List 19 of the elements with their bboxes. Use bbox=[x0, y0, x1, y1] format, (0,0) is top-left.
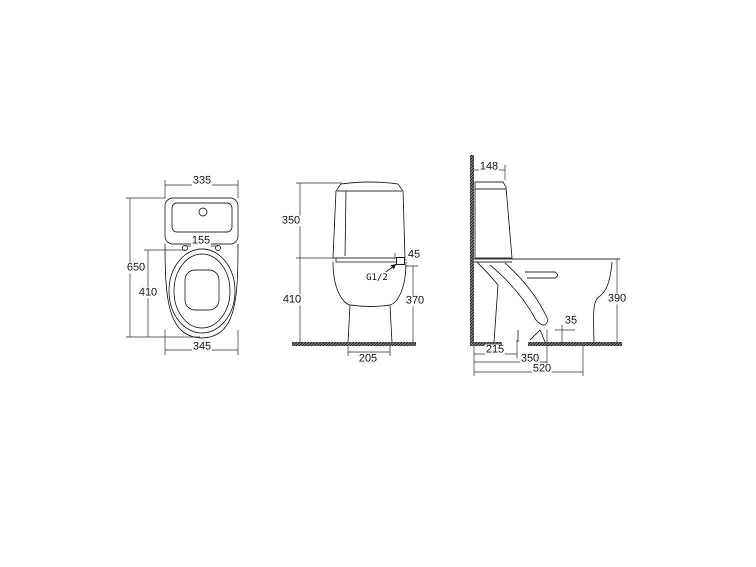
water-inlet bbox=[396, 257, 405, 265]
dimension-label: 410 bbox=[282, 294, 302, 306]
dimension-label: 520 bbox=[532, 364, 552, 374]
dimension-label: 335 bbox=[192, 176, 212, 186]
dimension-label: 205 bbox=[358, 354, 378, 364]
dimension-label: 410 bbox=[138, 288, 158, 298]
dimension-label: 370 bbox=[404, 296, 426, 306]
dimension-label: 45 bbox=[406, 250, 422, 260]
pipe-thread-label: G1/2 bbox=[365, 272, 389, 285]
dimension-label: 148 bbox=[478, 162, 500, 172]
dimension-label: 350 bbox=[520, 354, 540, 364]
dimension-label: 35 bbox=[564, 316, 578, 326]
leader-arrow bbox=[385, 264, 396, 272]
dimension-label: 345 bbox=[192, 342, 212, 352]
dimension-label: 215 bbox=[484, 344, 506, 356]
dimension-label: 390 bbox=[606, 294, 628, 304]
dimension-label: 155 bbox=[190, 236, 212, 246]
dimension-label: 650 bbox=[126, 262, 146, 274]
dimension-label: 350 bbox=[280, 216, 302, 226]
